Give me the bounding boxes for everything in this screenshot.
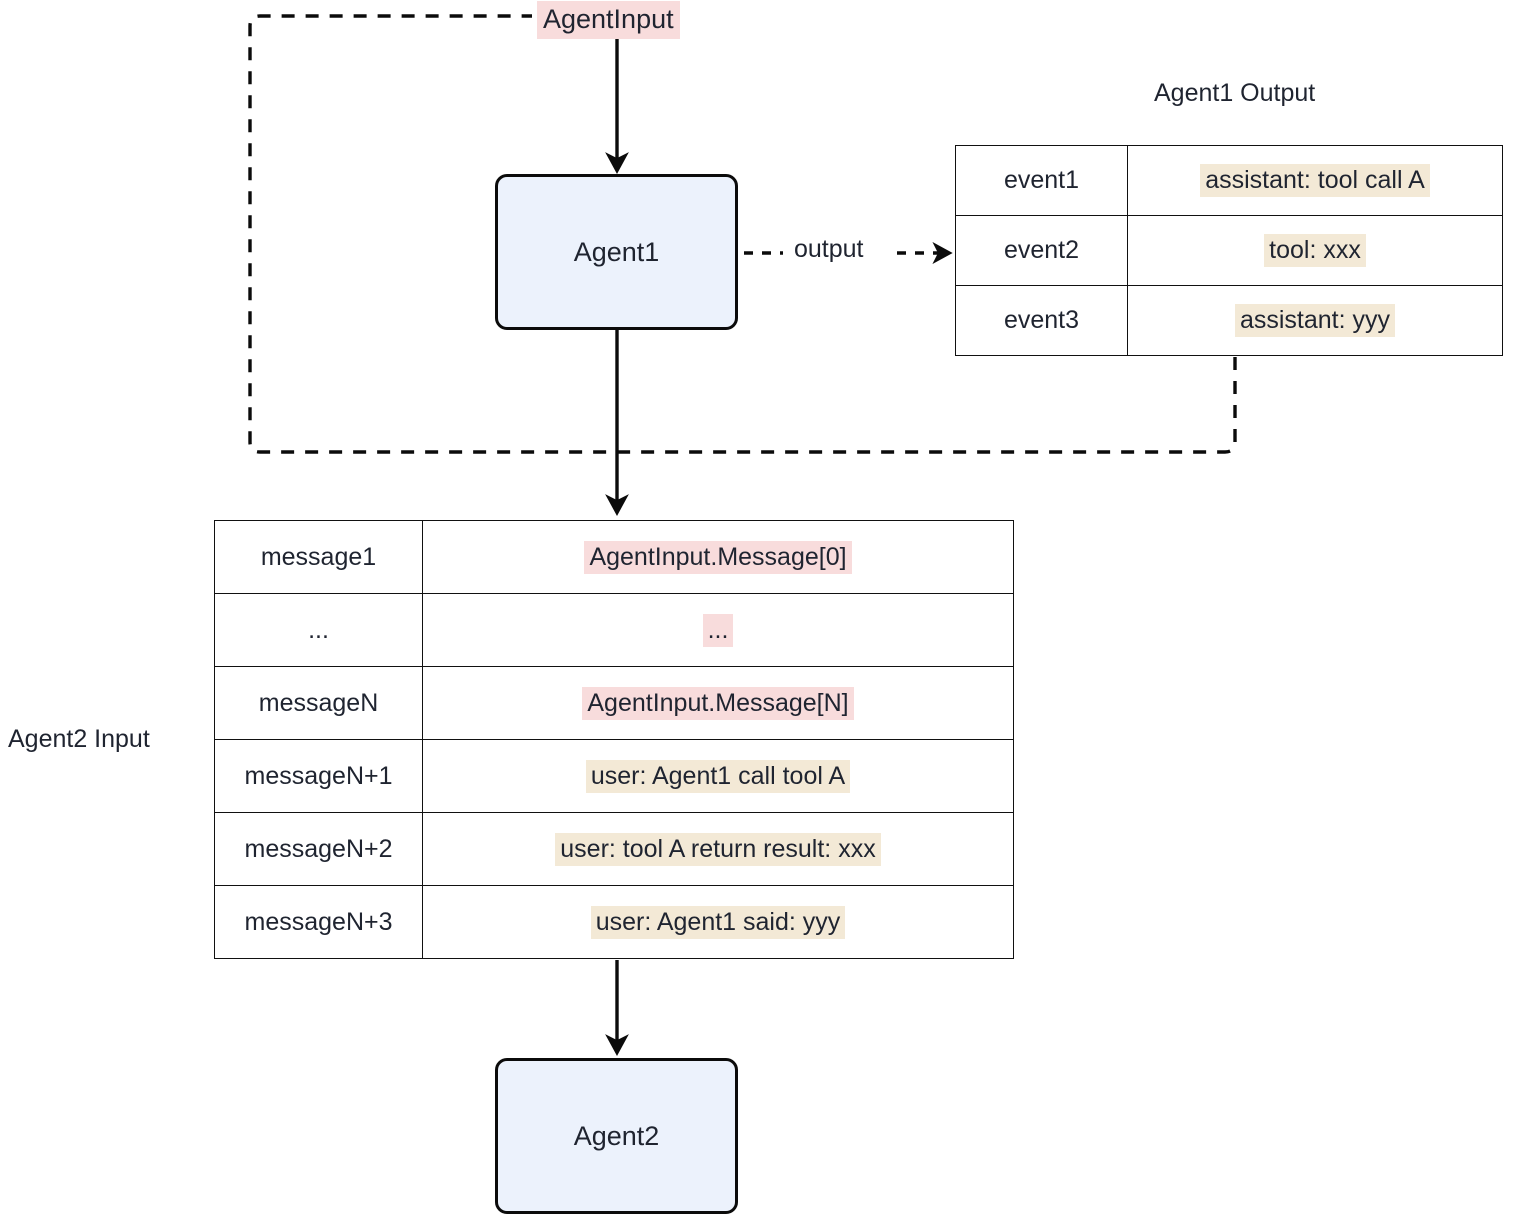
row-value-chip: ... xyxy=(702,613,734,647)
row-key: messageN+2 xyxy=(214,812,423,886)
agent1-node-label: Agent1 xyxy=(573,236,660,267)
row-value: user: Agent1 call tool A xyxy=(422,739,1014,813)
row-key: messageN+3 xyxy=(214,885,423,959)
agent2-node[interactable]: Agent2 xyxy=(495,1058,738,1214)
row-value: AgentInput.Message[0] xyxy=(422,520,1014,594)
row-value: ... xyxy=(422,593,1014,667)
table-row: messageN+3 user: Agent1 said: yyy xyxy=(214,885,1014,959)
row-value-chip: user: Agent1 said: yyy xyxy=(590,905,846,939)
agent1-node[interactable]: Agent1 xyxy=(495,174,738,330)
row-value: assistant: tool call A xyxy=(1127,145,1503,216)
row-value: user: tool A return result: xxx xyxy=(422,812,1014,886)
row-value-chip: assistant: tool call A xyxy=(1200,164,1430,197)
table-row: event3 assistant: yyy xyxy=(955,285,1503,356)
row-key: event3 xyxy=(955,285,1128,356)
agent2-node-label: Agent2 xyxy=(573,1120,660,1151)
row-value-chip: AgentInput.Message[N] xyxy=(582,686,854,720)
row-value-chip: user: tool A return result: xxx xyxy=(555,832,881,866)
row-value: AgentInput.Message[N] xyxy=(422,666,1014,740)
row-value: assistant: yyy xyxy=(1127,285,1503,356)
row-value-chip: tool: xxx xyxy=(1264,234,1366,267)
agent1-output-title: Agent1 Output xyxy=(1154,79,1316,107)
row-key: ... xyxy=(214,593,423,667)
agent1-output-table: event1 assistant: tool call A event2 too… xyxy=(955,145,1503,356)
output-edge-label: output xyxy=(791,235,867,264)
row-key: messageN+1 xyxy=(214,739,423,813)
row-key: event1 xyxy=(955,145,1128,216)
table-row: event1 assistant: tool call A xyxy=(955,145,1503,216)
agent2-input-table: message1 AgentInput.Message[0] ... ... m… xyxy=(214,520,1014,959)
row-value: tool: xxx xyxy=(1127,215,1503,286)
row-value-chip: assistant: yyy xyxy=(1234,304,1396,337)
row-value: user: Agent1 said: yyy xyxy=(422,885,1014,959)
row-key: messageN xyxy=(214,666,423,740)
table-row: messageN+1 user: Agent1 call tool A xyxy=(214,739,1014,813)
table-row: event2 tool: xxx xyxy=(955,215,1503,286)
table-row: message1 AgentInput.Message[0] xyxy=(214,520,1014,594)
agent2-input-table-body: message1 AgentInput.Message[0] ... ... m… xyxy=(214,520,1014,959)
row-value-chip: AgentInput.Message[0] xyxy=(584,540,852,574)
agent-input-label: AgentInput xyxy=(537,1,680,39)
row-key: message1 xyxy=(214,520,423,594)
table-row: messageN+2 user: tool A return result: x… xyxy=(214,812,1014,886)
agent1-output-table-body: event1 assistant: tool call A event2 too… xyxy=(955,145,1503,356)
agent2-input-title: Agent2 Input xyxy=(8,725,150,753)
table-row: messageN AgentInput.Message[N] xyxy=(214,666,1014,740)
row-value-chip: user: Agent1 call tool A xyxy=(585,759,851,793)
table-row: ... ... xyxy=(214,593,1014,667)
row-key: event2 xyxy=(955,215,1128,286)
